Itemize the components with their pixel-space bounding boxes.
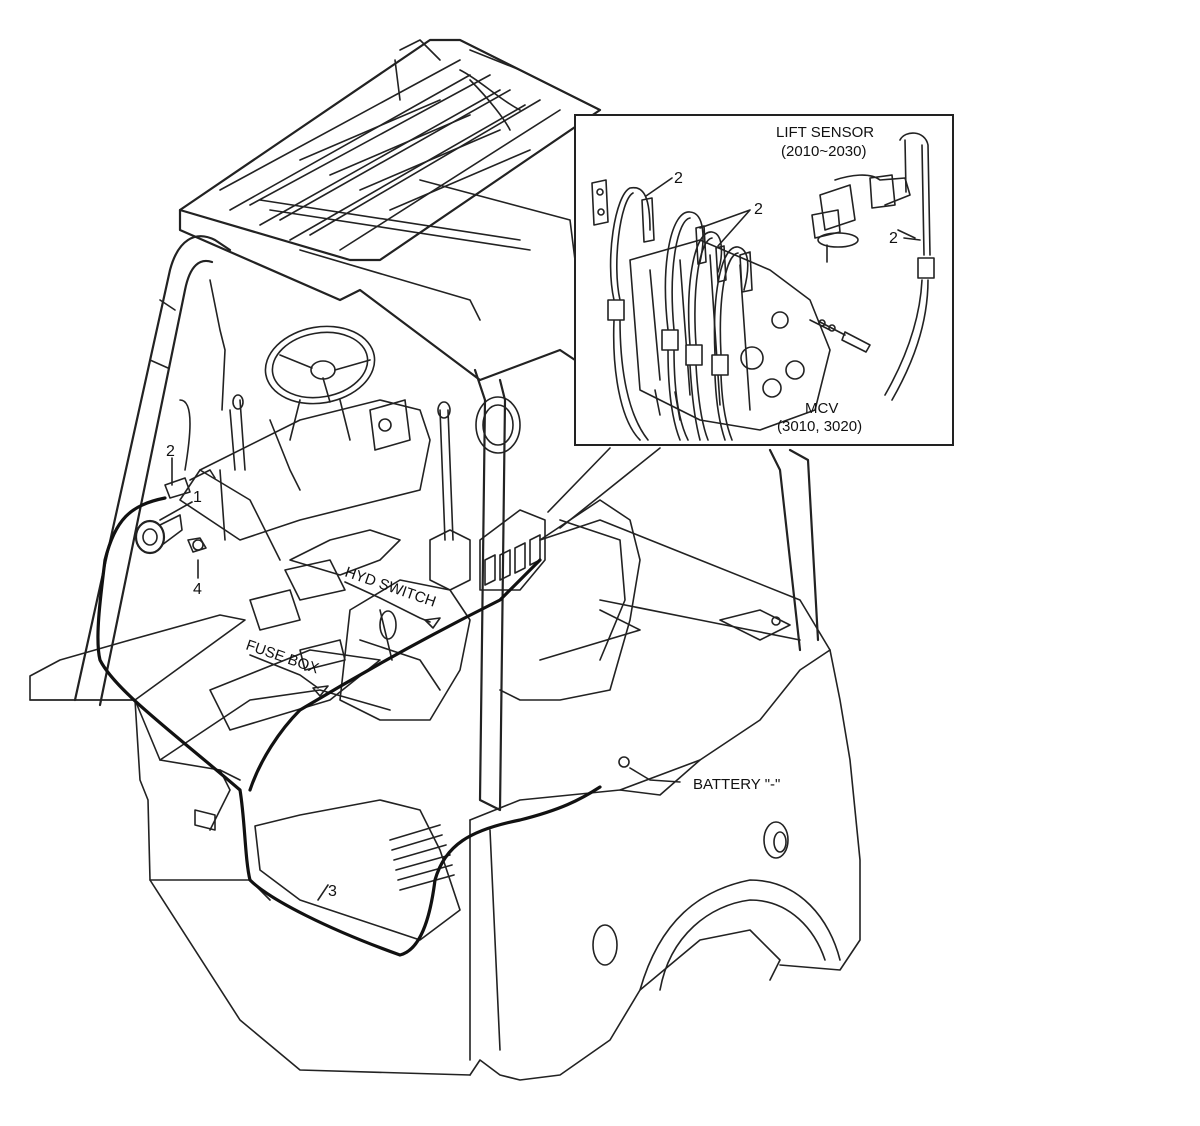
detail-inset [574, 114, 954, 446]
callout-part-3: 3 [328, 883, 337, 900]
callout-part-1: 1 [193, 489, 202, 506]
overhead-guard [73, 38, 820, 812]
callout-inset-part-2b: 2 [754, 201, 763, 218]
mcv-label: MCV [805, 400, 838, 417]
forklift-body [29, 325, 861, 1081]
callout-part-2: 2 [166, 443, 175, 460]
callout-leaders [159, 447, 681, 901]
mcv-switch-wires [607, 186, 753, 441]
lift-sensor [811, 132, 935, 401]
lift-sensor-range-label: (2010~2030) [781, 143, 867, 160]
horn-assembly [134, 469, 216, 555]
mcv-range-label: (3010, 3020) [777, 418, 862, 435]
callout-part-4: 4 [193, 581, 202, 598]
callout-inset-part-2a: 2 [674, 170, 683, 187]
callout-inset-part-2c: 2 [889, 230, 898, 247]
battery-label: BATTERY "-" [693, 776, 780, 793]
wiring-harness [96, 496, 602, 957]
lift-sensor-label: LIFT SENSOR [776, 124, 874, 141]
